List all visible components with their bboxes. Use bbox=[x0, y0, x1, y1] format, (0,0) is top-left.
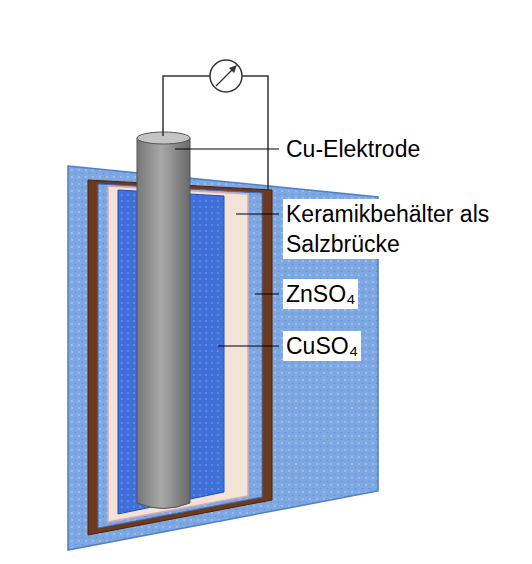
voltmeter-arrowhead bbox=[229, 65, 237, 73]
leader-line bbox=[236, 214, 279, 215]
leader-line bbox=[218, 346, 279, 347]
part-label: CuSO₄ bbox=[283, 331, 361, 361]
wire bbox=[163, 76, 210, 136]
leader-line bbox=[175, 149, 279, 150]
leader-line bbox=[255, 294, 279, 295]
part-label: Cu-Elektrode bbox=[283, 134, 423, 164]
part-label: Keramikbehälter als Salzbrücke bbox=[283, 199, 494, 259]
part-label: ZnSO₄ bbox=[283, 279, 358, 309]
wire bbox=[242, 76, 268, 190]
voltmeter-symbol bbox=[210, 60, 242, 92]
copper-rod bbox=[137, 138, 190, 509]
